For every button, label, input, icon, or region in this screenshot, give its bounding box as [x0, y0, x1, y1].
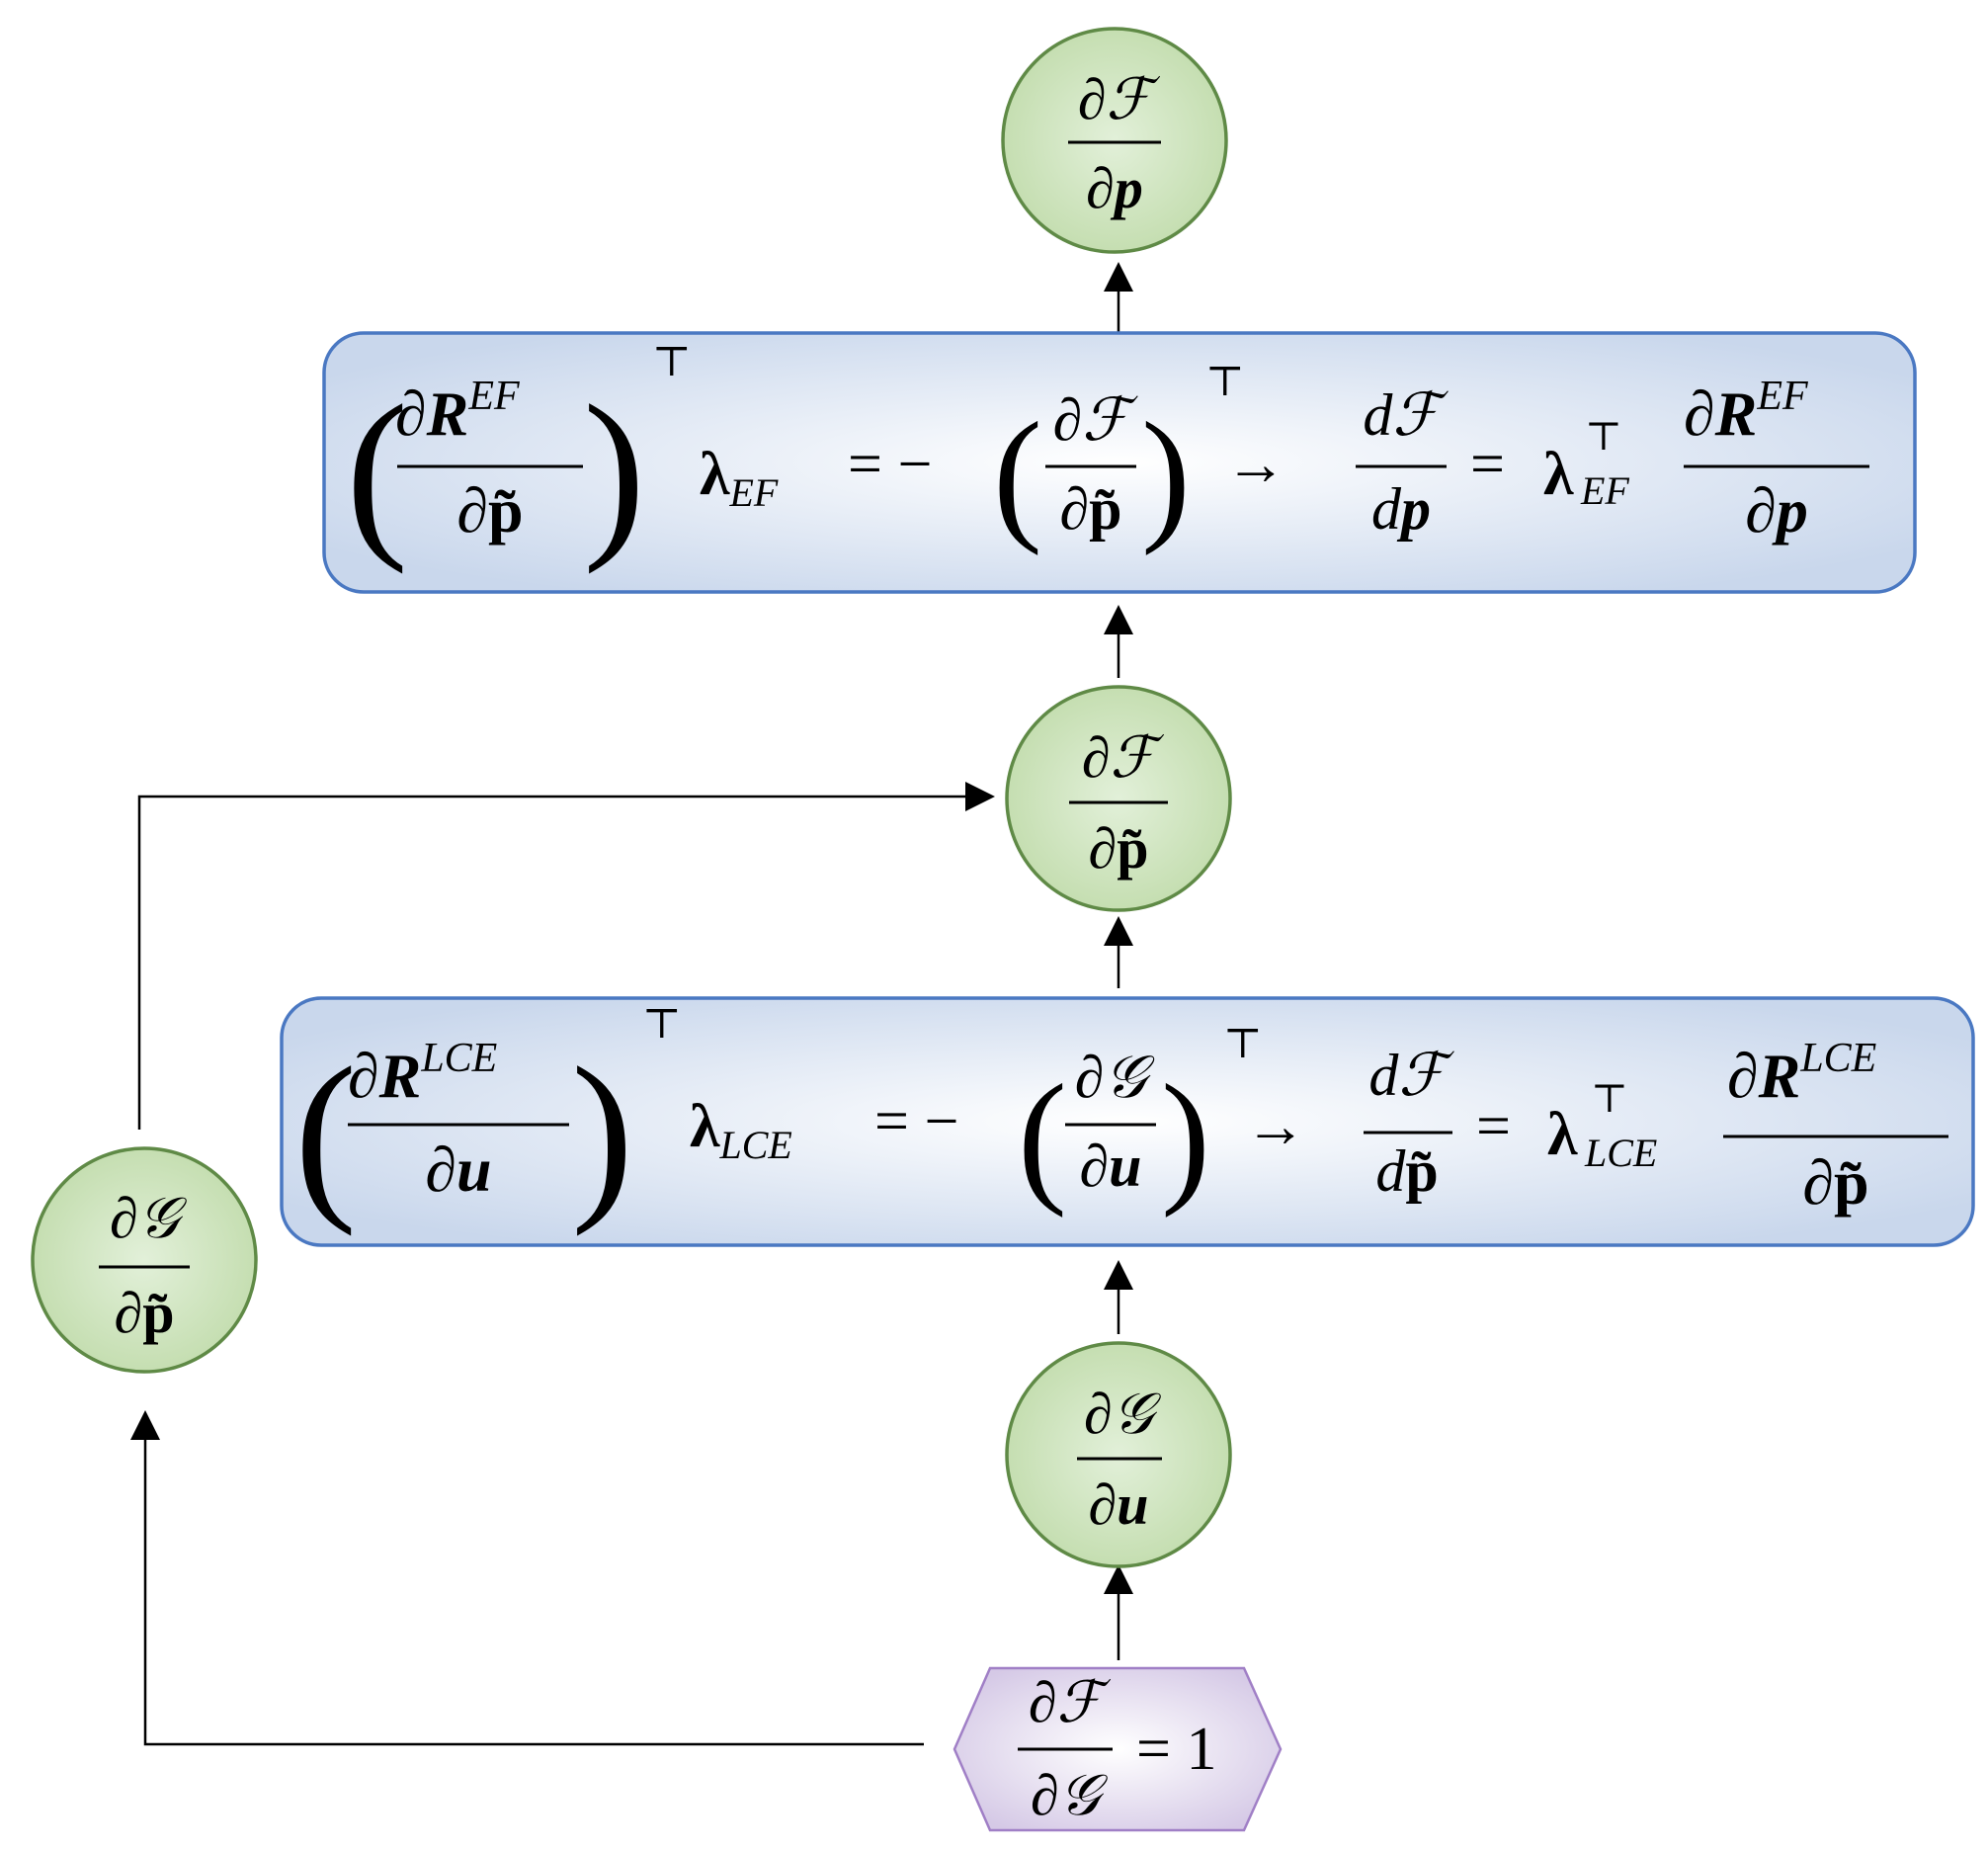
- left-paren: (: [346, 368, 408, 575]
- node-dF-dp: ∂ℱ ∂p: [1001, 27, 1228, 254]
- hexagon-frame: [953, 1666, 1283, 1832]
- lambda: λEF: [700, 441, 779, 515]
- final-denominator: ∂p: [1745, 475, 1808, 546]
- denominator: ∂p: [1086, 156, 1143, 220]
- box-lce-adjoint: ( ∂RLCE ∂u ) ⊤ λLCE = − ( ∂𝒢 ∂u ) ⊤ → dℱ…: [280, 996, 1975, 1247]
- lambda: λLCE: [690, 1093, 792, 1167]
- denominator: ∂u: [425, 1135, 491, 1205]
- lambda-transpose: λ: [1543, 441, 1574, 508]
- node-circle: [1001, 27, 1228, 254]
- left-paren-2: (: [1018, 1054, 1067, 1219]
- node-start-seed: ∂ℱ ∂𝒢 = 1: [953, 1666, 1283, 1832]
- denominator: ∂p̃: [115, 1281, 175, 1345]
- denominator: ∂p̃: [456, 475, 523, 546]
- equals: =: [1476, 1093, 1511, 1160]
- node-circle: [31, 1146, 258, 1374]
- denominator-2: ∂p̃: [1059, 476, 1121, 542]
- arrows: [130, 262, 1133, 1746]
- equals-negative: = −: [874, 1088, 958, 1155]
- lambda-transpose-sup: ⊤: [1591, 1076, 1628, 1121]
- lambda-transpose-sup: ⊤: [1585, 414, 1622, 459]
- numerator: ∂REF: [395, 374, 520, 449]
- implies-arrow: →: [1245, 1093, 1306, 1160]
- numerator: ∂𝒢: [110, 1184, 188, 1251]
- equals-one: = 1: [1136, 1716, 1216, 1783]
- numerator: ∂ℱ: [1082, 723, 1165, 791]
- left-paren: (: [294, 1030, 357, 1237]
- box-frame: [322, 331, 1917, 594]
- right-paren: ): [583, 368, 645, 575]
- right-paren: ): [571, 1030, 633, 1237]
- numerator: ∂𝒢: [1084, 1380, 1162, 1447]
- node-dG-dptilde: ∂𝒢 ∂p̃: [31, 1146, 258, 1374]
- node-circle: [1005, 685, 1232, 912]
- total-denominator: dp: [1371, 476, 1431, 542]
- equals: =: [1470, 431, 1505, 498]
- final-denominator: ∂p̃: [1802, 1147, 1868, 1218]
- transpose-2: ⊤: [1205, 360, 1245, 405]
- lambda-transpose-sub: EF: [1580, 468, 1629, 513]
- denominator: ∂u: [1089, 1472, 1149, 1537]
- denominator: ∂p̃: [1089, 816, 1149, 881]
- arrow-dG-dptilde-to-dF-dptilde: [137, 782, 995, 1130]
- numerator-2: ∂𝒢: [1075, 1043, 1156, 1112]
- right-paren-2: ): [1141, 392, 1191, 556]
- lambda-transpose-sub: LCE: [1584, 1131, 1657, 1175]
- box-ef-adjoint: ( ∂REF ∂p̃ ) ⊤ λEF = − ( ∂ℱ ∂p̃ ) ⊤ → dℱ…: [322, 331, 1917, 594]
- node-dF-dptilde: ∂ℱ ∂p̃: [1005, 685, 1232, 912]
- box-frame: [280, 996, 1975, 1247]
- denominator: ∂𝒢: [1031, 1761, 1109, 1828]
- numerator-2: ∂ℱ: [1053, 385, 1139, 455]
- right-paren-2: ): [1161, 1054, 1210, 1219]
- left-paren-2: (: [993, 392, 1042, 556]
- lambda-transpose: λ: [1547, 1101, 1578, 1168]
- numerator: ∂RLCE: [348, 1036, 497, 1111]
- numerator: ∂ℱ: [1078, 65, 1161, 132]
- node-dG-du: ∂𝒢 ∂u: [1005, 1341, 1232, 1568]
- numerator: ∂ℱ: [1029, 1668, 1112, 1735]
- equals-negative: = −: [848, 431, 932, 498]
- node-circle: [1005, 1341, 1232, 1568]
- transpose: ⊤: [652, 340, 692, 385]
- transpose: ⊤: [642, 1002, 682, 1048]
- total-numerator: dℱ: [1363, 382, 1449, 448]
- denominator-2: ∂u: [1079, 1134, 1141, 1199]
- final-numerator: ∂REF: [1684, 374, 1808, 449]
- implies-arrow: →: [1225, 431, 1286, 498]
- final-numerator: ∂RLCE: [1727, 1036, 1876, 1111]
- total-numerator: dℱ: [1368, 1043, 1454, 1108]
- total-denominator: dp̃: [1375, 1138, 1438, 1204]
- arrow-start-to-dG-dptilde: [130, 1410, 924, 1746]
- transpose-2: ⊤: [1223, 1022, 1263, 1067]
